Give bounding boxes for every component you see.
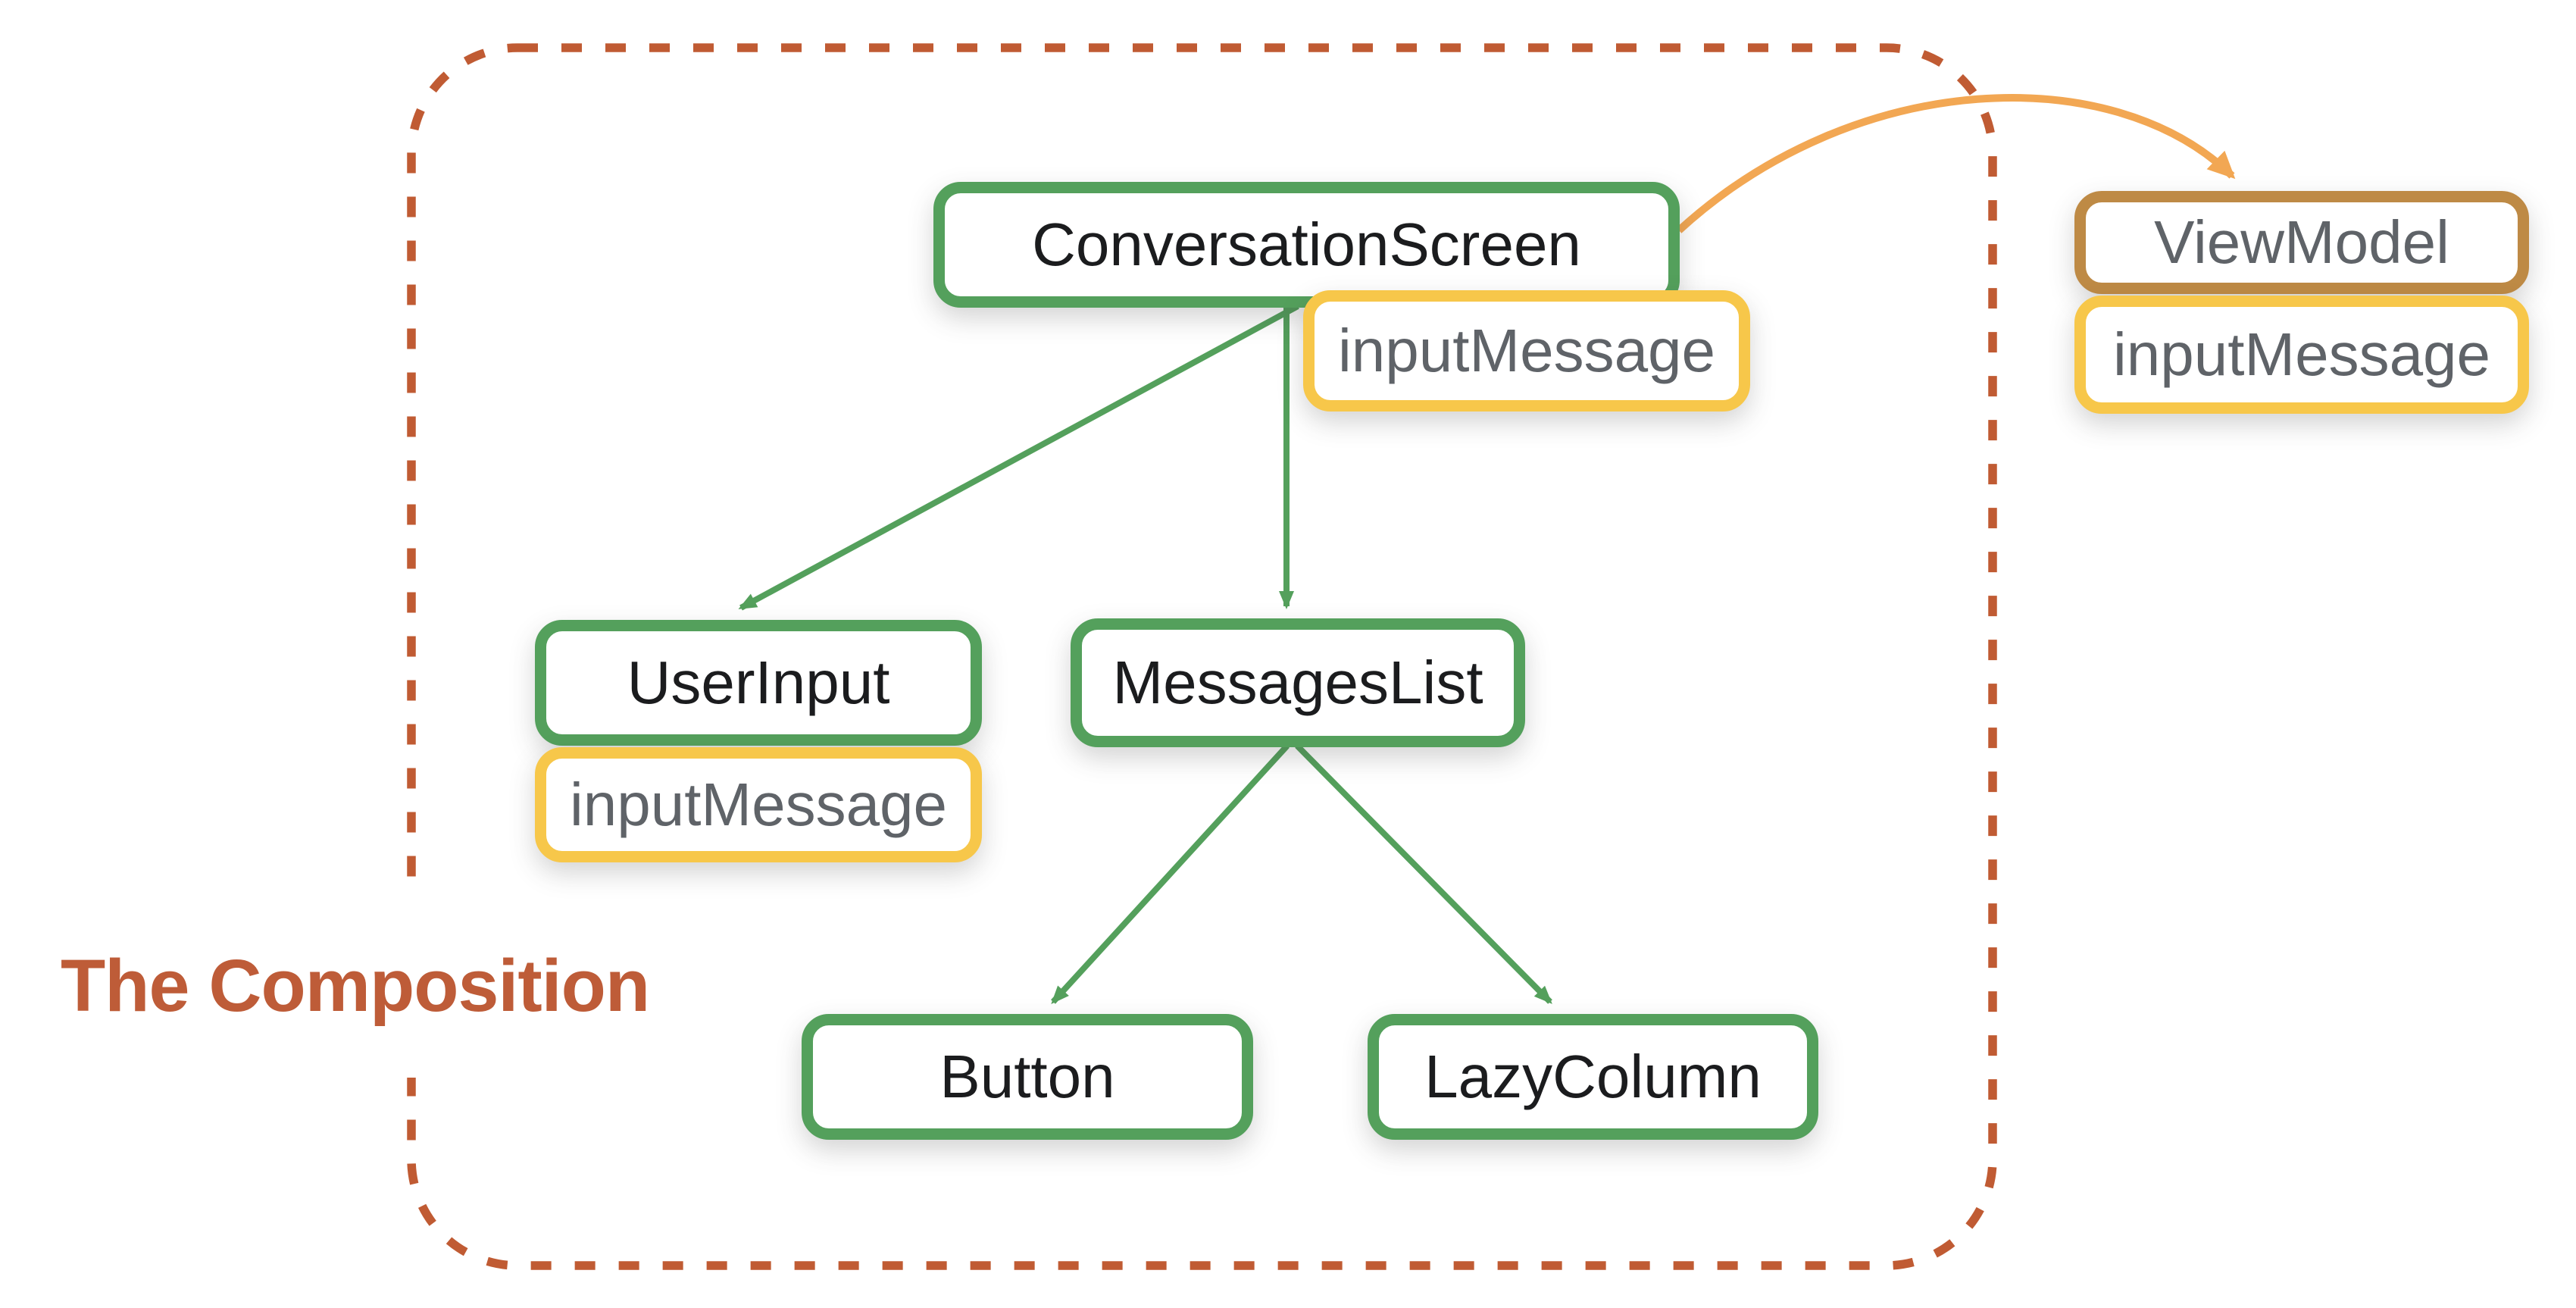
state-badge-conversation-screen-label: inputMessage <box>1337 317 1716 384</box>
node-conversation-screen-label: ConversationScreen <box>1032 211 1581 278</box>
boundary-title-gap <box>383 894 443 1078</box>
node-user-input-label: UserInput <box>627 649 890 716</box>
edge-conversationscreen-viewmodel <box>1676 94 2236 233</box>
node-lazy-column: LazyColumn <box>1368 1014 1818 1140</box>
edge-messageslist-lazycolumn <box>1295 743 1552 1004</box>
node-button: Button <box>802 1014 1253 1140</box>
node-user-input: UserInput <box>535 620 982 746</box>
state-badge-conversation-screen: inputMessage <box>1303 290 1750 411</box>
state-badge-user-input-label: inputMessage <box>569 771 948 838</box>
diagram-title: The Composition <box>61 944 650 1027</box>
composition-boundary <box>407 43 1997 1270</box>
edge-messageslist-button <box>1051 743 1290 1004</box>
edge-conversationscreen-userinput <box>738 303 1299 611</box>
node-view-model-label: ViewModel <box>2154 208 2449 276</box>
node-messages-list: MessagesList <box>1071 618 1525 747</box>
node-button-label: Button <box>939 1043 1115 1110</box>
node-conversation-screen: ConversationScreen <box>933 182 1680 308</box>
node-view-model: ViewModel <box>2074 191 2529 294</box>
node-messages-list-label: MessagesList <box>1112 649 1483 716</box>
node-lazy-column-label: LazyColumn <box>1424 1043 1762 1110</box>
state-badge-view-model: inputMessage <box>2074 296 2529 414</box>
state-badge-user-input: inputMessage <box>535 747 982 862</box>
state-badge-view-model-label: inputMessage <box>2112 321 2491 388</box>
